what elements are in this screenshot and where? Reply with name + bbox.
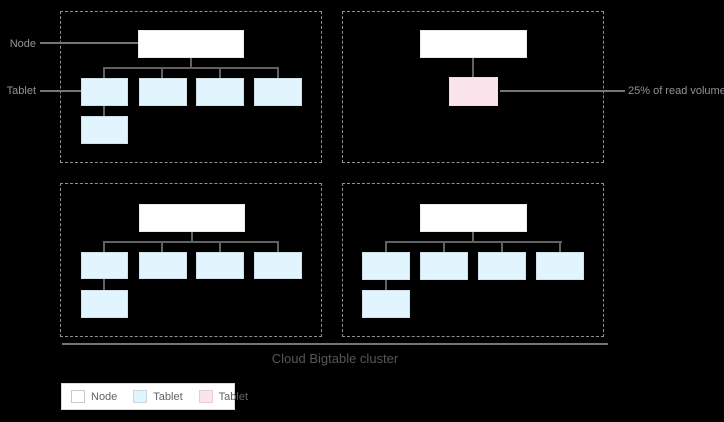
- legend-node-swatch: [71, 390, 85, 403]
- tablet-box: [196, 78, 244, 106]
- legend-tablet-label: Tablet: [153, 390, 183, 403]
- tree-connector-drop: [161, 68, 163, 78]
- cluster-underline: [62, 343, 608, 345]
- quadrant-top-right: [342, 11, 604, 163]
- tree-connector-stub: [472, 232, 474, 242]
- tree-connector-overflow: [385, 280, 387, 290]
- tree-connector-drop: [277, 68, 279, 78]
- tree-connector-overflow: [103, 279, 105, 290]
- tablet-box: [139, 78, 187, 106]
- tree-connector-drop: [559, 242, 561, 252]
- quadrant-bottom-left: [60, 183, 322, 337]
- node-leader-line: [40, 42, 138, 44]
- tree-connector-stub: [472, 58, 474, 77]
- tablet-box: [254, 78, 302, 106]
- tree-connector-rail: [103, 67, 279, 69]
- overflow-tablet-box: [81, 116, 128, 144]
- legend-node-label: Node: [91, 390, 118, 403]
- tree-connector-drop: [103, 242, 105, 252]
- tablet-box: [536, 252, 584, 280]
- tree-connector-drop: [501, 242, 503, 252]
- read-volume-leader-line: [500, 90, 625, 92]
- tablet-box: [254, 252, 302, 279]
- tree-connector-stub: [190, 58, 192, 68]
- node-pointer-label: Node: [9, 38, 36, 50]
- tablet-box: [139, 252, 187, 279]
- legend-hot-tablet-swatch: [198, 390, 213, 403]
- tree-connector-overflow: [103, 106, 105, 116]
- tree-connector-drop: [385, 242, 387, 252]
- tablet-box: [362, 252, 410, 280]
- tablet-box: [81, 78, 128, 106]
- legend-tablet-swatch: [133, 390, 148, 403]
- quadrant-bottom-right: [342, 183, 604, 337]
- tree-connector-drop: [103, 68, 105, 78]
- quadrant-top-left: [60, 11, 322, 163]
- tablet-leader-line: [40, 90, 81, 92]
- tablet-box: [478, 252, 526, 280]
- tree-connector-rail: [103, 241, 279, 243]
- node-box: [420, 204, 527, 232]
- overflow-tablet-box: [81, 290, 128, 318]
- tablet-box: [81, 252, 128, 279]
- tablet-pointer-label: Tablet: [6, 85, 36, 97]
- tree-connector-drop: [443, 242, 445, 252]
- overflow-tablet-box: [362, 290, 410, 318]
- tree-connector-drop: [161, 242, 163, 252]
- tree-connector-rail: [385, 241, 562, 243]
- cluster-caption: Cloud Bigtable cluster: [271, 351, 399, 366]
- hot-tablet-box: [449, 77, 498, 106]
- read-volume-label: 25% of read volume: [628, 85, 724, 97]
- legend: Node Tablet Tablet: [61, 383, 248, 410]
- node-box: [420, 30, 527, 58]
- node-box: [139, 204, 245, 232]
- legend-hot-tablet-label: Tablet: [218, 390, 249, 403]
- tree-connector-drop: [219, 242, 221, 252]
- tree-connector-drop: [219, 68, 221, 78]
- tablet-box: [420, 252, 468, 280]
- tree-connector-drop: [277, 242, 279, 252]
- tablet-box: [196, 252, 244, 279]
- node-box: [138, 30, 244, 58]
- tree-connector-stub: [191, 232, 193, 242]
